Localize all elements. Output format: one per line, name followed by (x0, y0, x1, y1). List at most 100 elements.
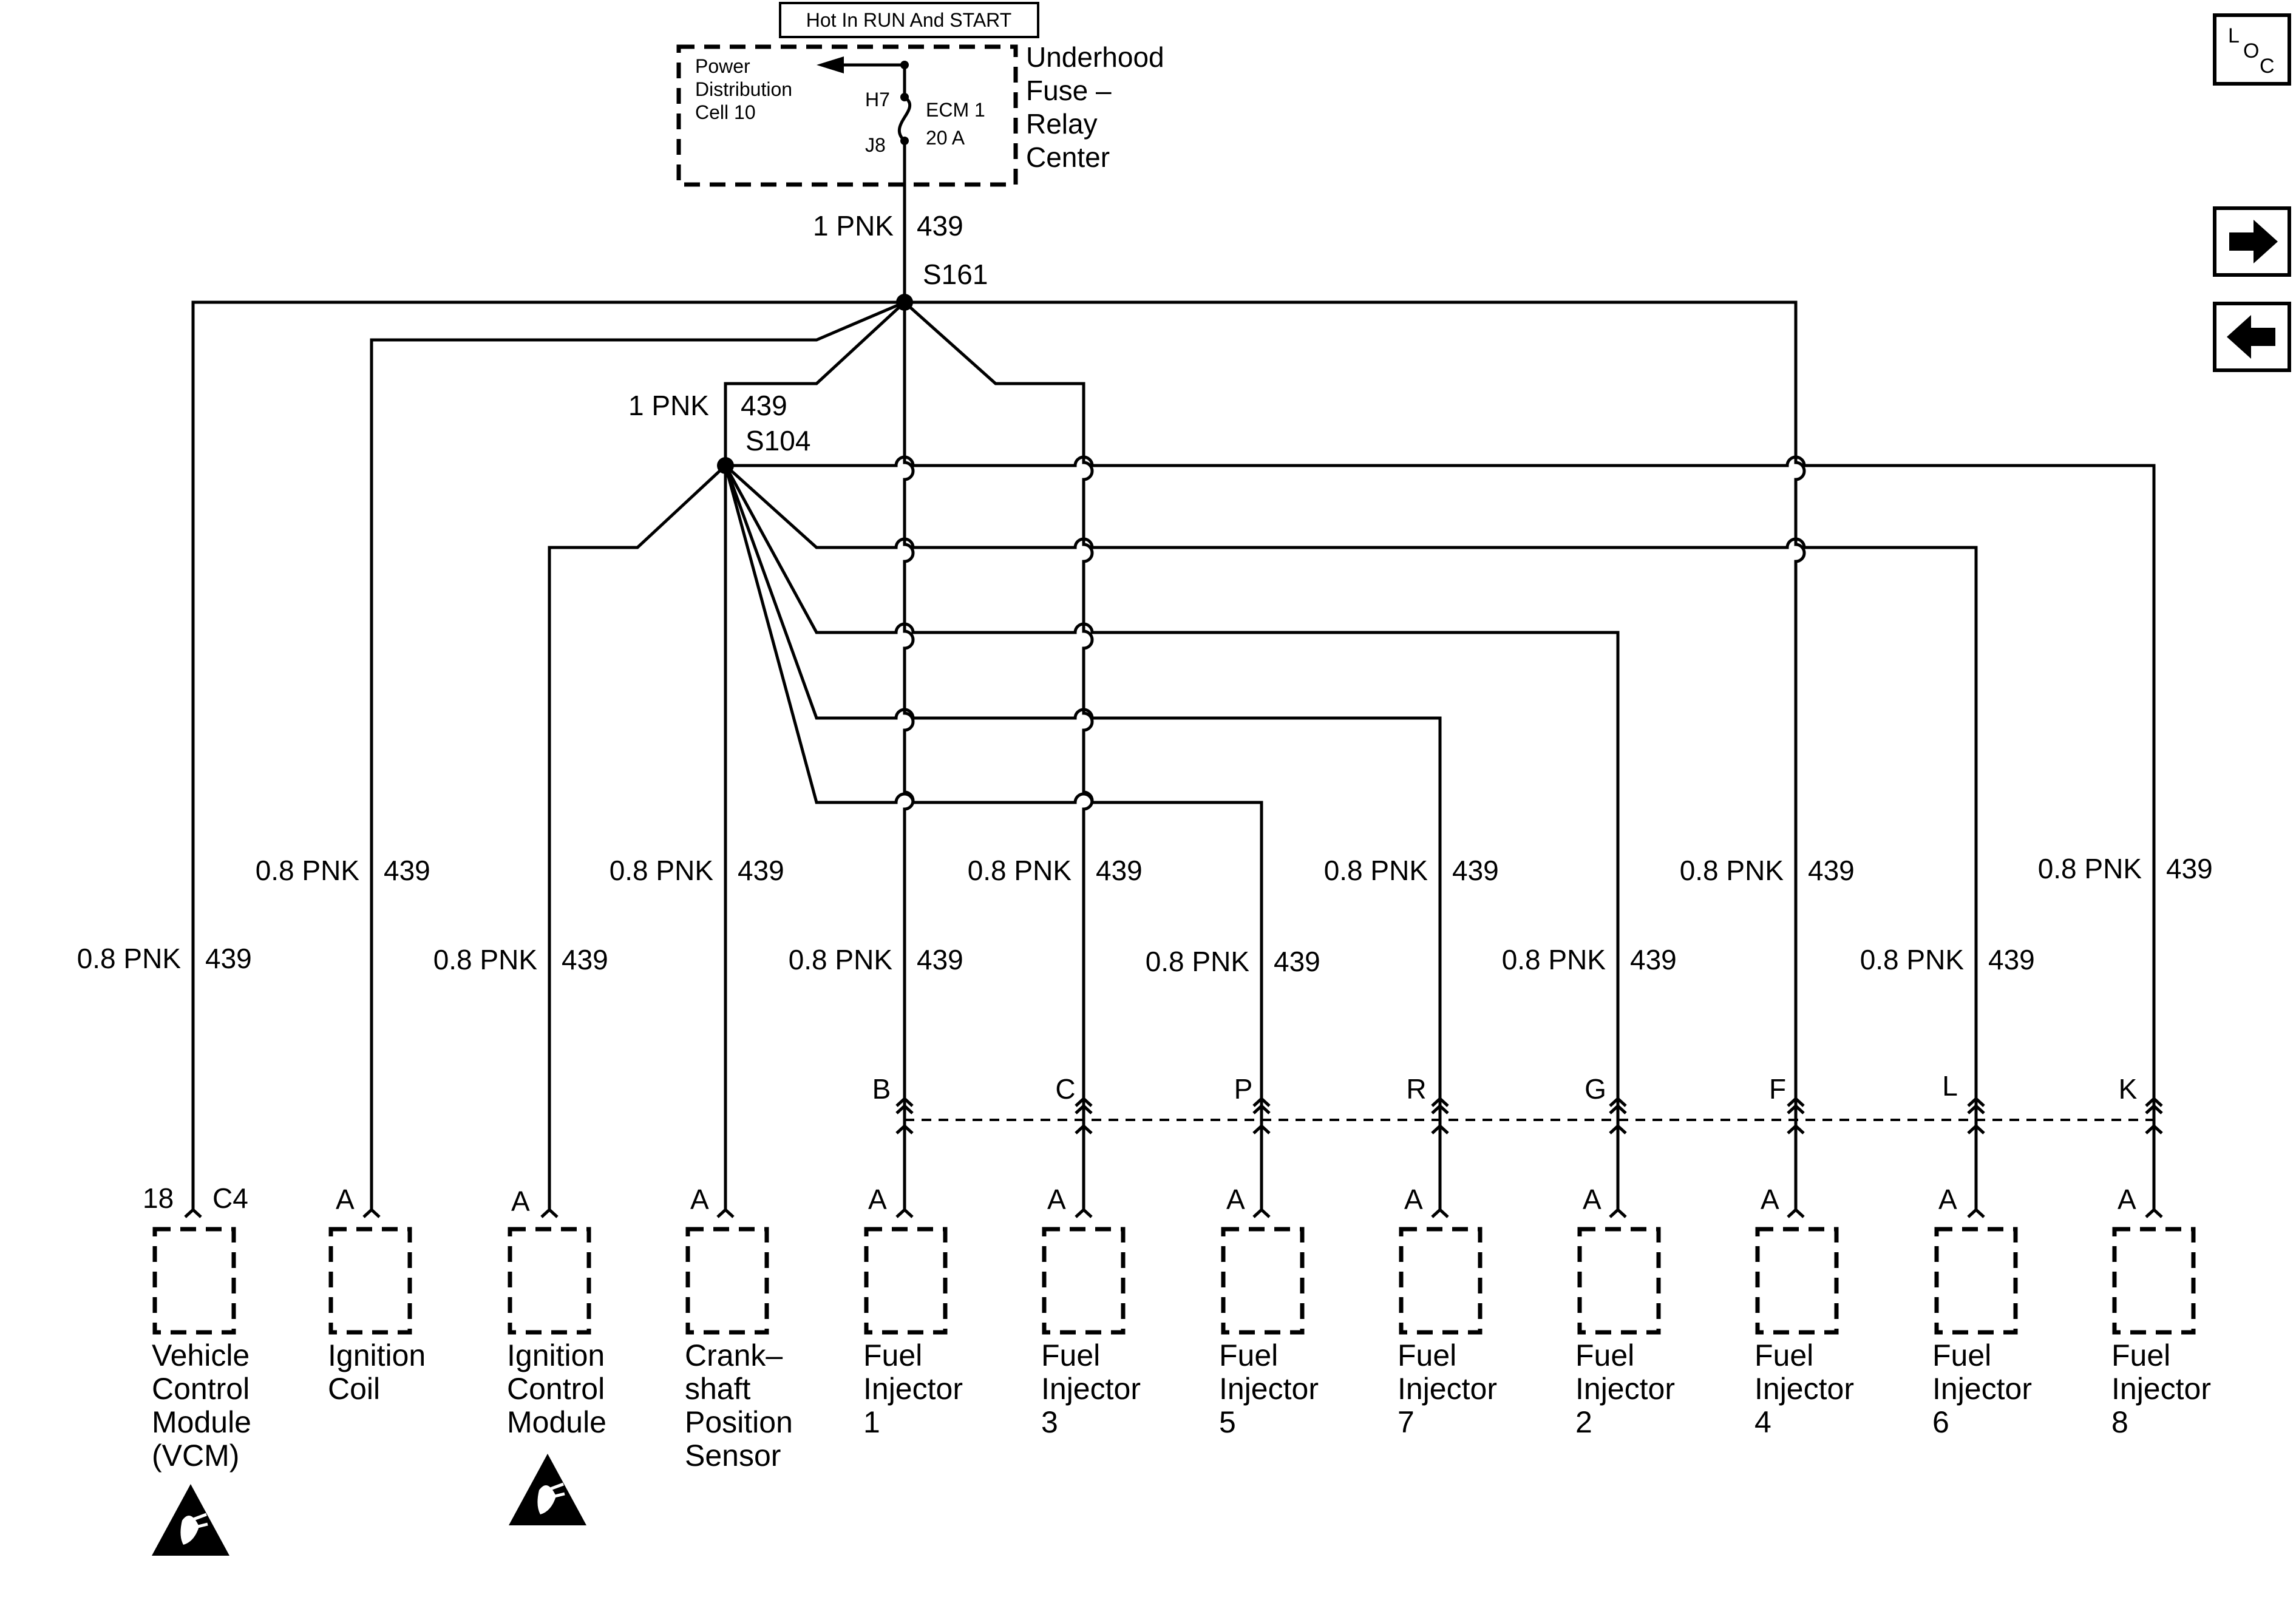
svg-text:Module: Module (507, 1405, 606, 1439)
injector-6-name: Fuel Injector 6 (1932, 1338, 2032, 1439)
injector-5-name: Fuel Injector 5 (1219, 1338, 1319, 1439)
svg-text:0.8 PNK: 0.8 PNK (789, 944, 893, 975)
wire-label-injector-3: 0.8 PNK 439 (968, 855, 1143, 886)
pin-chevron (1967, 1207, 1985, 1218)
svg-text:0.8 PNK: 0.8 PNK (1860, 944, 1965, 975)
svg-text:439: 439 (2166, 853, 2213, 884)
harness-chevron (1609, 1124, 1627, 1134)
svg-text:Injector: Injector (1041, 1372, 1141, 1406)
injector-8-name: Fuel Injector 8 (2111, 1338, 2211, 1439)
svg-text:(VCM): (VCM) (152, 1439, 239, 1473)
injector-2-box (1577, 1227, 1661, 1335)
ignition-coil-box (328, 1227, 412, 1335)
svg-text:439: 439 (1630, 944, 1677, 975)
svg-text:439: 439 (917, 944, 963, 975)
wire-label-injector-8: 0.8 PNK 439 (2038, 853, 2213, 884)
harness-chevron (1787, 1096, 1805, 1107)
svg-text:439: 439 (1096, 855, 1143, 886)
injector-7-box (1399, 1227, 1483, 1335)
pin-chevron (1787, 1207, 1805, 1218)
harness-chevron (1075, 1096, 1093, 1107)
svg-text:Injector: Injector (1575, 1372, 1675, 1406)
power-distribution-line-1: Power (695, 55, 750, 77)
injector-4-pin: A (1761, 1184, 1779, 1215)
fuse-center-line-1: Underhood (1026, 41, 1164, 73)
next-page-button[interactable] (2213, 206, 2291, 277)
wire-label-icm: 0.8 PNK 439 (433, 944, 608, 975)
vcm-box (152, 1227, 236, 1335)
harness-chevron (1252, 1096, 1271, 1107)
fuse-center-line-2: Fuse – (1026, 75, 1112, 106)
pin-chevron (716, 1207, 735, 1218)
svg-text:Fuel: Fuel (1041, 1338, 1100, 1372)
svg-text:439: 439 (562, 944, 608, 975)
fuse-rating: 20 A (926, 127, 965, 149)
wire-label-injector-7: 0.8 PNK 439 (1324, 855, 1499, 886)
svg-text:Injector: Injector (1932, 1372, 2032, 1406)
wire-label-injector-6: 0.8 PNK 439 (1860, 944, 2035, 975)
svg-text:0.8 PNK: 0.8 PNK (1502, 944, 1606, 975)
loc-letter-c: C (2260, 55, 2275, 78)
fuse-center-line-3: Relay (1026, 108, 1098, 140)
svg-text:Control: Control (152, 1372, 250, 1406)
arrow-right-icon (2229, 220, 2278, 263)
esd-warning-icon (509, 1454, 586, 1525)
svg-text:5: 5 (1219, 1405, 1236, 1439)
loc-letter-o: O (2243, 39, 2259, 63)
fuse-name: ECM 1 (926, 99, 985, 121)
loc-button[interactable]: L O C (2213, 13, 2291, 86)
harness-connector-chevrons (895, 1096, 2163, 1134)
harness-chevron (1252, 1124, 1271, 1134)
svg-text:7: 7 (1398, 1405, 1415, 1439)
svg-text:0.8 PNK: 0.8 PNK (1324, 855, 1428, 886)
icm-box (508, 1227, 591, 1335)
fuse-terminal-out: J8 (865, 134, 886, 156)
injector-3-connector: C (1055, 1073, 1075, 1105)
pin-chevron (895, 1207, 914, 1218)
prev-page-button[interactable] (2213, 302, 2291, 372)
injector-3-box (1042, 1227, 1126, 1335)
wire-label-injector-2: 0.8 PNK 439 (1502, 944, 1677, 975)
svg-text:8: 8 (2111, 1405, 2128, 1439)
harness-chevron (2145, 1124, 2163, 1134)
pin-chevron (1431, 1207, 1449, 1218)
svg-text:439: 439 (738, 855, 784, 886)
component-pin-chevrons (184, 1207, 2163, 1218)
wire-label-injector-5: 0.8 PNK 439 (1146, 946, 1320, 977)
vcm-pin-connector: C4 (212, 1182, 248, 1214)
svg-text:Ignition: Ignition (507, 1338, 605, 1372)
injector-8-connector: K (2119, 1073, 2138, 1105)
wire-label-injector-1: 0.8 PNK 439 (789, 944, 963, 975)
harness-chevron (1431, 1124, 1449, 1134)
injector-6-box (1934, 1227, 2018, 1335)
svg-text:Sensor: Sensor (685, 1439, 781, 1473)
injector-1-connector: B (872, 1073, 891, 1105)
harness-chevron (1075, 1103, 1093, 1114)
injector-2-pin: A (1583, 1184, 1601, 1215)
svg-text:Position: Position (685, 1405, 793, 1439)
svg-text:Injector: Injector (1754, 1372, 1854, 1406)
svg-text:3: 3 (1041, 1405, 1058, 1439)
harness-chevron (1431, 1096, 1449, 1107)
injector-3-name: Fuel Injector 3 (1041, 1338, 1141, 1439)
svg-text:439: 439 (205, 943, 252, 974)
ignition-coil-pin: A (336, 1184, 355, 1215)
harness-chevron (895, 1124, 914, 1134)
harness-chevron (1967, 1103, 1985, 1114)
injector-1-pin: A (868, 1184, 887, 1215)
injector-6-connector: L (1942, 1070, 1958, 1102)
svg-text:6: 6 (1932, 1405, 1949, 1439)
harness-chevron (1967, 1124, 1985, 1134)
svg-text:Crank–: Crank– (685, 1338, 783, 1372)
crankshaft-pin: A (690, 1184, 709, 1215)
harness-chevron (895, 1096, 914, 1107)
harness-chevron (1787, 1124, 1805, 1134)
injector-7-name: Fuel Injector 7 (1398, 1338, 1497, 1439)
injector-4-name: Fuel Injector 4 (1754, 1338, 1854, 1439)
pin-chevron (362, 1207, 381, 1218)
crankshaft-sensor-name: Crank– shaft Position Sensor (685, 1338, 793, 1473)
svg-text:Coil: Coil (328, 1372, 380, 1406)
injector-2-name: Fuel Injector 2 (1575, 1338, 1675, 1439)
svg-text:Vehicle: Vehicle (152, 1338, 250, 1372)
